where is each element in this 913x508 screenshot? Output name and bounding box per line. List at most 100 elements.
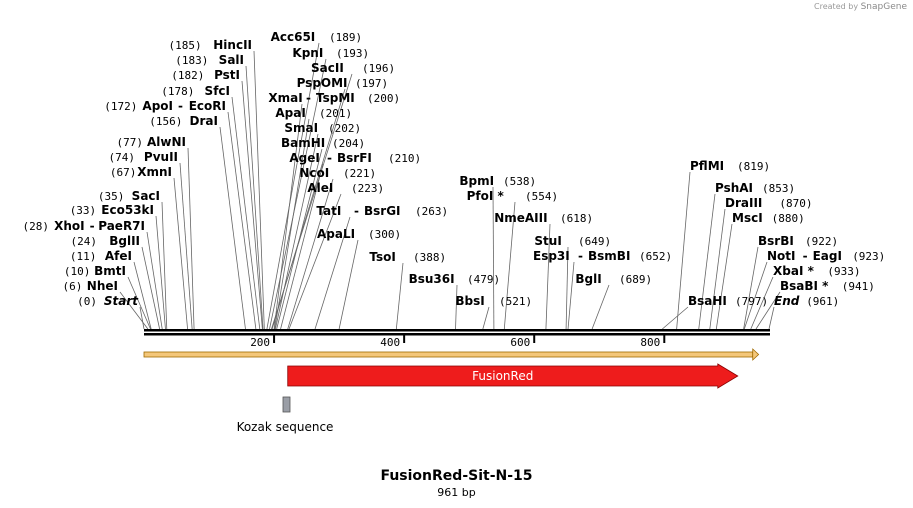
- site-name: BmtI: [94, 264, 126, 278]
- connector-line: [287, 178, 334, 330]
- connector-line: [338, 239, 359, 330]
- site-alwni: AlwNI(77): [117, 135, 187, 149]
- site-position: (6): [63, 280, 83, 293]
- site-position: (210): [388, 152, 421, 165]
- connector-line: [187, 147, 195, 330]
- site-position: (521): [499, 295, 532, 308]
- site-alt-name: EcoRI: [189, 99, 226, 113]
- site-separator: -: [178, 99, 183, 113]
- site-position: (197): [355, 77, 388, 90]
- site-xhoi: PaeR7I-XhoI(28): [23, 219, 146, 233]
- kozak-label: Kozak sequence: [237, 420, 334, 434]
- site-position: (172): [104, 100, 137, 113]
- site-position: (200): [367, 92, 400, 105]
- site-name: BpmI: [459, 174, 494, 188]
- site-separator: -: [578, 249, 583, 263]
- site-position: (961): [806, 295, 839, 308]
- site-name: BsaBI *: [780, 279, 829, 293]
- site-position: (67): [110, 166, 137, 179]
- connector-line: [269, 58, 327, 330]
- site-position: (201): [319, 107, 352, 120]
- site-position: (33): [70, 204, 97, 217]
- snapgene-credit: Created by SnapGene: [814, 2, 907, 12]
- credit-brand: SnapGene: [860, 2, 907, 12]
- site-alei: AleI(223): [307, 181, 384, 195]
- connector-line: [155, 215, 166, 330]
- connector-line: [492, 186, 495, 330]
- site-pvuii: PvuII(74): [109, 150, 179, 164]
- site-position: (221): [343, 167, 376, 180]
- connector-line: [245, 65, 264, 330]
- site-position: (74): [109, 151, 136, 164]
- site-name: StuI: [534, 234, 561, 248]
- site-bamhi: BamHI (204): [281, 136, 365, 150]
- site-name: NotI: [767, 249, 796, 263]
- connector-line: [567, 261, 575, 330]
- orf-bar: [143, 351, 754, 358]
- site-name: MscI: [732, 211, 763, 225]
- site-acc65i: Acc65I(189): [271, 30, 363, 44]
- site-bmti: BmtI(10): [64, 264, 126, 278]
- connector-line: [274, 118, 310, 330]
- backbone-bottom-strand: [144, 333, 770, 336]
- connector-line: [591, 284, 610, 330]
- site-bsrbi: BsrBI(922): [758, 234, 838, 248]
- connector-line: [276, 148, 323, 330]
- site-sacii: SacII(196): [311, 61, 395, 75]
- site-name: SalI: [219, 53, 244, 67]
- site-apoi: EcoRI-ApoI(172): [104, 99, 226, 113]
- site-noti: NotI-EagI(923): [767, 249, 885, 263]
- site-stui: StuI(649): [534, 234, 611, 248]
- site-name: BsaHI: [688, 294, 727, 308]
- site-name: Acc65I: [271, 30, 316, 44]
- site-name: XmaI: [268, 91, 302, 105]
- site-name: PstI: [214, 68, 240, 82]
- site-name: BglI: [575, 272, 601, 286]
- site-bsu36i: Bsu36I(479): [409, 272, 501, 286]
- plasmid-name: FusionRed-Sit-N-15: [380, 468, 533, 484]
- site-name: DraI: [190, 114, 218, 128]
- site-name: NcoI: [299, 166, 329, 180]
- site-agei: AgeI-BsrFI(210): [289, 151, 421, 165]
- site-name: BamHI: [281, 136, 325, 150]
- site-bgli: BglI(689): [575, 272, 652, 286]
- site-position: (24): [71, 235, 98, 248]
- site-position: (35): [98, 190, 125, 203]
- site-separator: -: [354, 204, 359, 218]
- site-position: (853): [762, 182, 795, 195]
- site-labels: Start(0)NheI(6)BmtI(10)AfeI(11)BglII(24)…: [23, 30, 886, 308]
- site-bglii: BglII(24): [71, 234, 141, 248]
- site-drai: DraI(156): [149, 114, 218, 128]
- site-position: (202): [328, 122, 361, 135]
- ruler-tick-label: 600: [510, 336, 530, 349]
- site-position: (182): [171, 69, 204, 82]
- site-name: SmaI: [284, 121, 318, 135]
- connector-line: [750, 276, 774, 330]
- connector-line: [133, 261, 152, 330]
- site-position: (933): [827, 265, 860, 278]
- connector-line: [288, 193, 342, 330]
- connector-line: [698, 193, 716, 330]
- site-position: (204): [332, 137, 365, 150]
- site-hincii: HincII(185): [168, 38, 252, 52]
- site-alt-name: BsmBI: [588, 249, 630, 263]
- connector-line: [273, 103, 303, 330]
- site-apali: ApaLI(300): [317, 227, 401, 241]
- site-position: (870): [779, 197, 812, 210]
- site-name: NheI: [87, 279, 118, 293]
- connector-line: [743, 261, 768, 330]
- site-smai: SmaI (202): [284, 121, 361, 135]
- site-name: XhoI: [54, 219, 85, 233]
- site-name: Esp3I: [533, 249, 570, 263]
- site-name: Start: [104, 294, 139, 308]
- connector-line: [709, 208, 726, 330]
- site-separator: -: [327, 151, 332, 165]
- kozak-box: [282, 396, 291, 413]
- connector-line: [231, 96, 261, 330]
- site-name: AleI: [307, 181, 333, 195]
- ruler-tick-label: 200: [250, 336, 270, 349]
- credit-prefix: Created by: [814, 2, 859, 11]
- site-nmeaiii: NmeAIII(618): [494, 211, 593, 225]
- fusionred-arrow: [287, 363, 739, 389]
- site-pspomi: PspOMI(197): [297, 76, 389, 90]
